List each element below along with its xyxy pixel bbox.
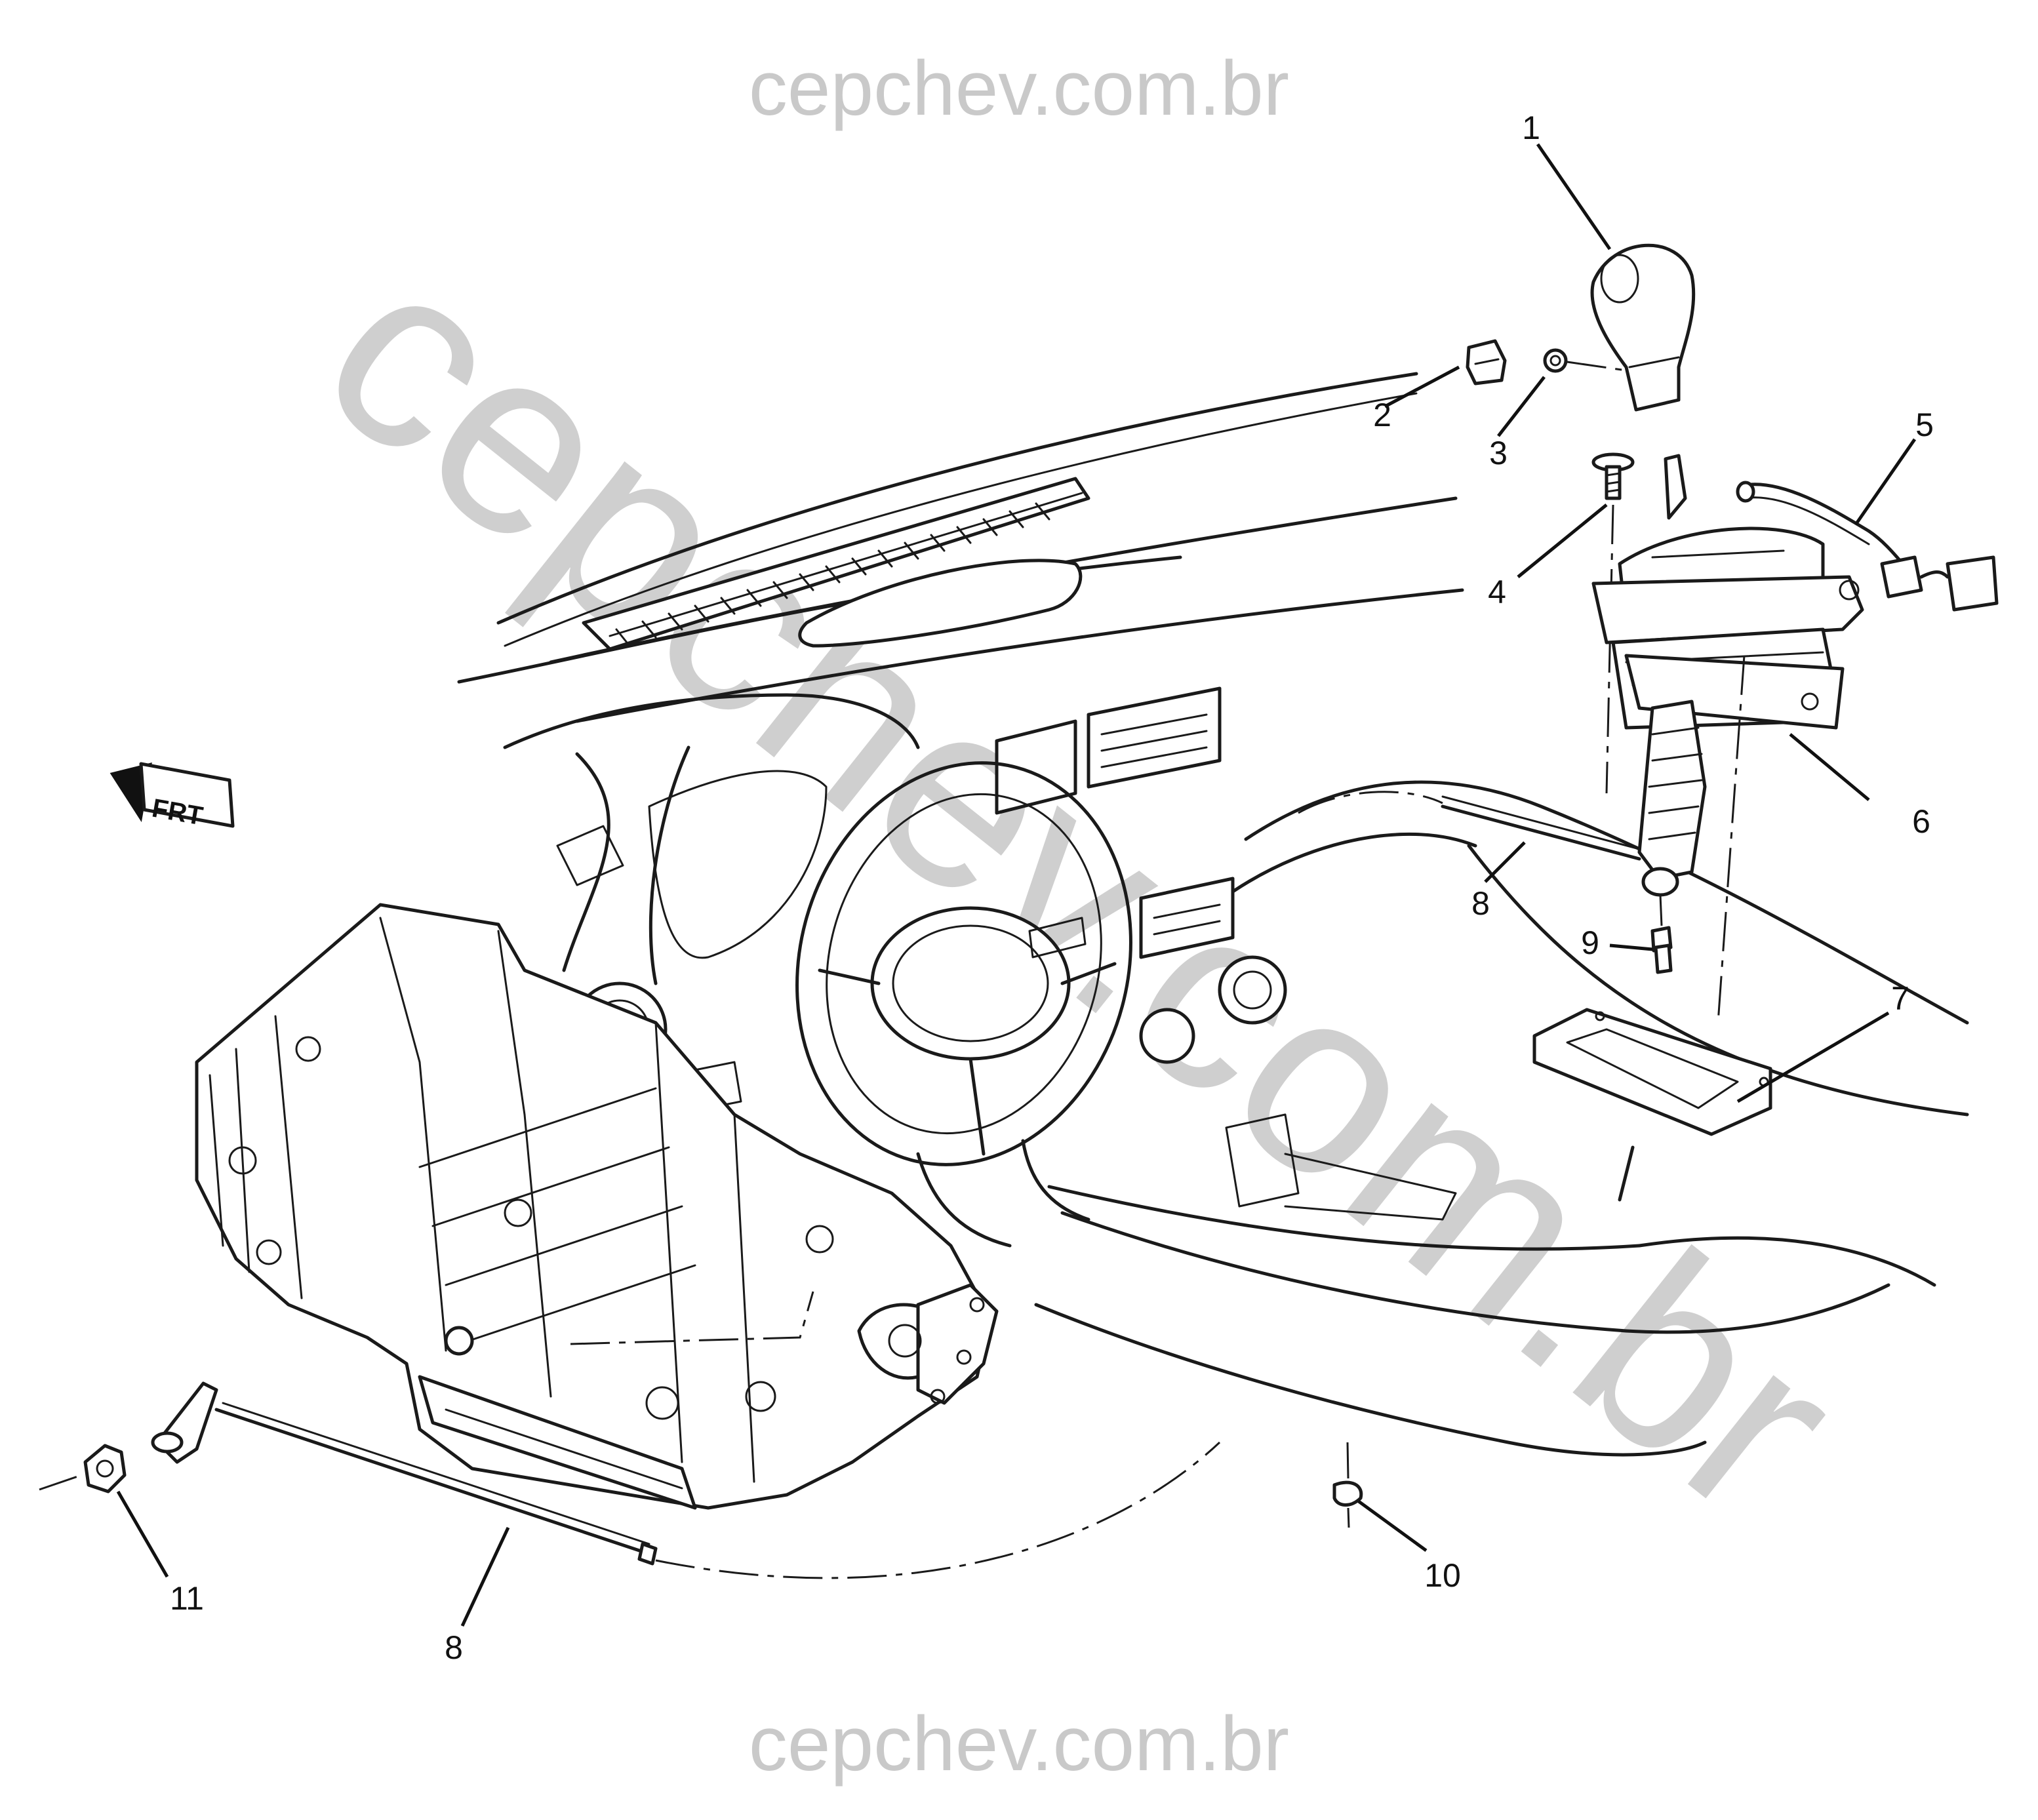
callout-8-lower: 8 <box>445 1629 463 1666</box>
knob-retainer <box>1543 348 1627 373</box>
steering-wheel <box>795 761 1132 1248</box>
leader-lines <box>116 143 1917 1627</box>
push-pin-nut <box>1332 1442 1363 1528</box>
callout-8-upper: 8 <box>1471 885 1490 922</box>
callout-1: 1 <box>1522 109 1540 146</box>
shifter-assembly <box>1591 454 1864 897</box>
watermark-bottom: cepchev.com.br <box>749 1701 1289 1787</box>
callout-10: 10 <box>1424 1557 1461 1594</box>
instrument-panel <box>457 372 1464 1116</box>
callout-5: 5 <box>1915 406 1934 443</box>
wiring-harness <box>1736 481 1999 612</box>
callout-6: 6 <box>1912 803 1930 840</box>
callout-4: 4 <box>1488 574 1506 610</box>
shifter-bolt-lower <box>1650 894 1673 974</box>
watermark-top: cepchev.com.br <box>749 45 1289 132</box>
transmission <box>195 903 999 1510</box>
callout-9: 9 <box>1581 924 1599 961</box>
cable-nut <box>39 1444 127 1494</box>
shift-knob <box>1590 243 1696 412</box>
shift-cable <box>151 791 1641 1579</box>
callouts: 1 2 3 4 5 6 7 8 9 10 11 8 <box>170 109 1934 1666</box>
callout-2: 2 <box>1373 397 1391 433</box>
callout-3: 3 <box>1489 435 1508 471</box>
callout-7: 7 <box>1891 980 1909 1017</box>
shifter-seal <box>1532 655 1772 1136</box>
callout-11: 11 <box>170 1580 204 1617</box>
shifter-bolt <box>1591 452 1635 794</box>
knob-insert <box>1466 339 1507 386</box>
front-orientation-marker: FRT <box>110 762 235 831</box>
center-console <box>1034 780 1969 1457</box>
